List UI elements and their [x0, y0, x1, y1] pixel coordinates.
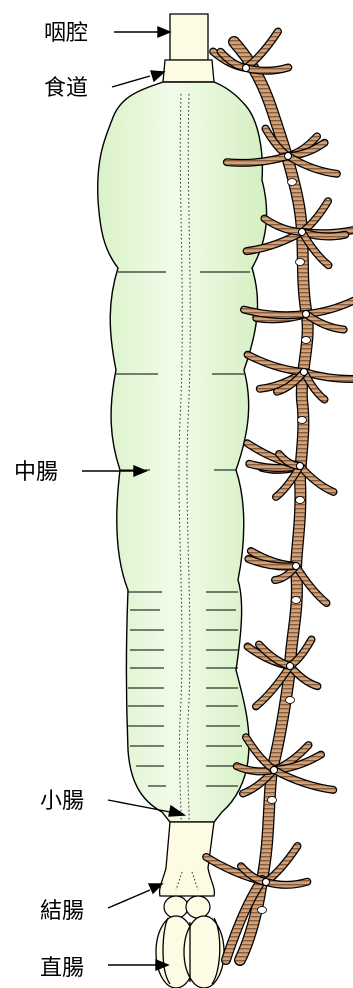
label-rectum: 直腸	[40, 956, 84, 981]
trachea-cell	[292, 597, 301, 604]
trachea-node	[303, 311, 310, 318]
label-midgut: 中腸	[14, 460, 58, 485]
label-colon: 結腸	[40, 899, 84, 924]
arrow-pharynx-head	[158, 27, 170, 37]
trachea-cell	[302, 337, 311, 344]
label-small-intestine: 小腸	[40, 789, 84, 814]
trachea-cell	[268, 797, 277, 804]
trachea-branch	[246, 32, 278, 69]
trachea-cell	[298, 417, 307, 424]
colon-sphincter	[164, 896, 210, 918]
trachea-node	[243, 65, 250, 72]
arrow-esophagus-head	[151, 71, 164, 81]
trachea-cell	[288, 179, 297, 186]
trachea-cell	[296, 497, 305, 504]
trachea-branch	[306, 297, 353, 314]
trachea-node	[297, 463, 304, 470]
trachea-node	[299, 229, 306, 236]
trachea-branch	[246, 737, 274, 770]
trachea-node	[285, 153, 292, 160]
trachea-cell	[296, 259, 305, 266]
trachea-node	[271, 767, 278, 774]
trachea-node	[301, 369, 308, 376]
trachea-cell	[286, 697, 295, 704]
trachea-branch	[266, 882, 307, 885]
trachea-node	[263, 879, 270, 886]
trachea-node	[293, 563, 300, 570]
esophagus-tube	[163, 60, 214, 82]
trachea-node	[287, 663, 294, 670]
trachea-cell	[258, 907, 267, 914]
pharynx-tube	[170, 14, 208, 60]
midgut-body	[98, 82, 267, 822]
label-esophagus: 食道	[44, 76, 88, 101]
rectum-body	[156, 916, 224, 988]
trachea-branch	[244, 310, 306, 316]
label-pharynx: 咽腔	[44, 21, 88, 46]
